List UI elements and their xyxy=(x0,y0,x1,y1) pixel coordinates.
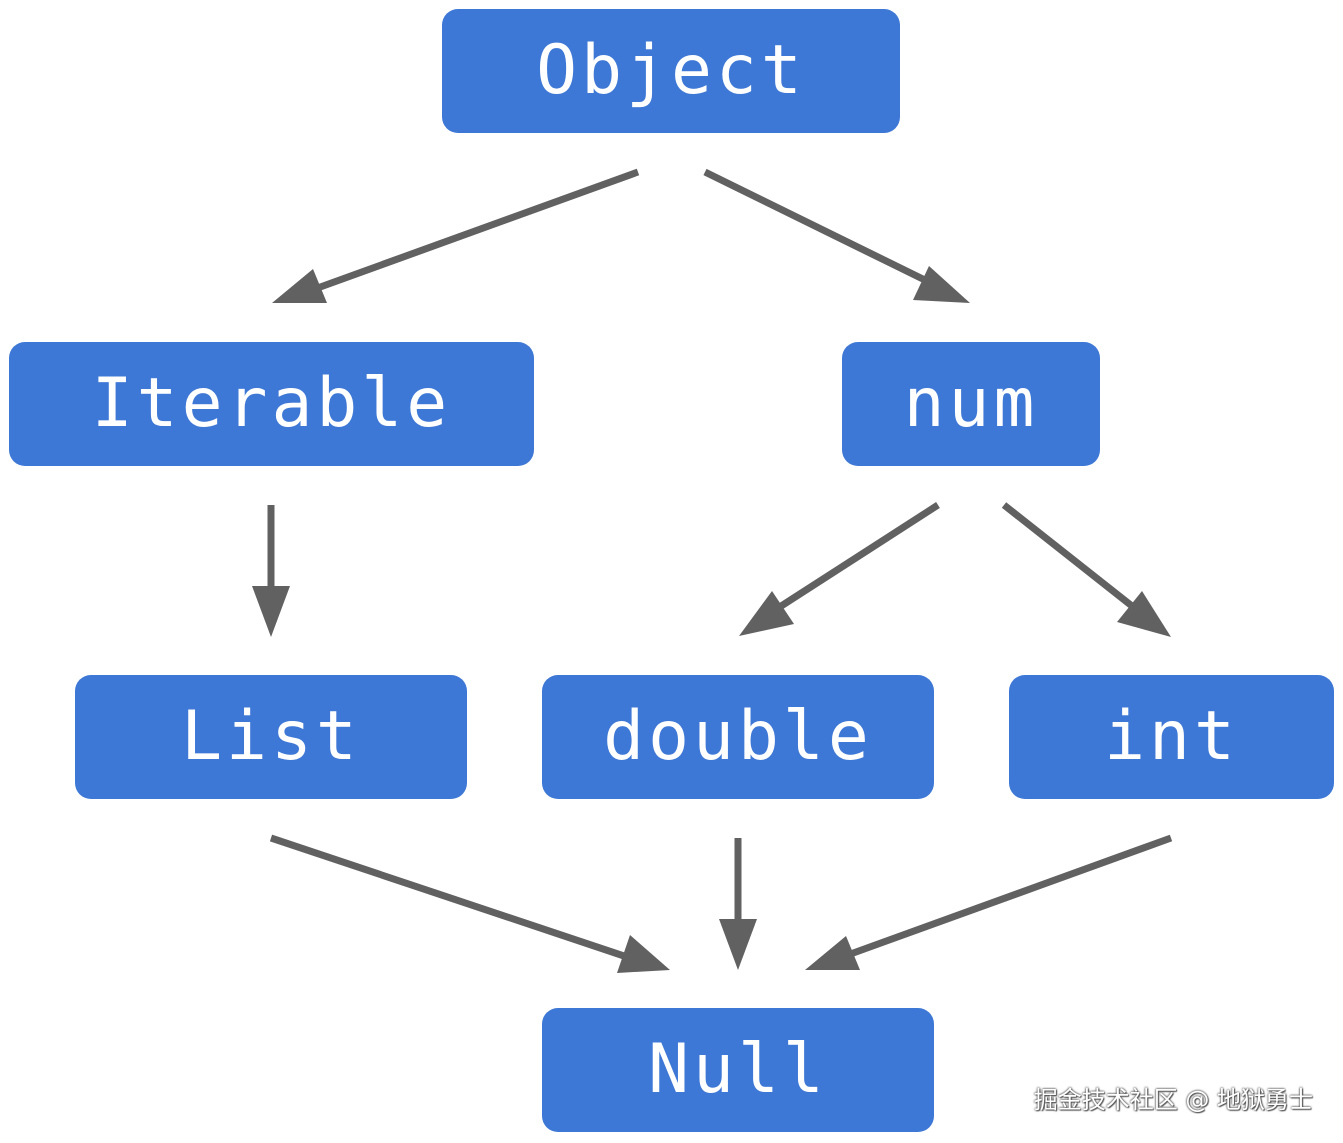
arrow-object-to-iterable xyxy=(272,168,640,303)
node-object-label: Object xyxy=(536,31,806,110)
node-double: double xyxy=(542,675,934,799)
arrow-num-to-int xyxy=(1001,502,1171,637)
arrow-num-to-double xyxy=(739,502,940,636)
arrow-double-to-null xyxy=(719,838,757,970)
node-object: Object xyxy=(442,9,900,133)
node-double-label: double xyxy=(603,697,873,776)
arrow-object-to-num xyxy=(703,168,970,303)
arrow-int-to-null xyxy=(805,834,1173,970)
node-int: int xyxy=(1009,675,1334,799)
node-iterable: Iterable xyxy=(9,342,534,466)
arrow-list-to-null xyxy=(269,834,670,973)
watermark: 掘金技术社区 @ 地狱勇士 xyxy=(1033,1086,1313,1114)
node-num-label: num xyxy=(903,364,1039,443)
node-num: num xyxy=(842,342,1100,466)
node-int-label: int xyxy=(1104,697,1239,776)
node-null: Null xyxy=(542,1008,934,1132)
node-list-label: List xyxy=(181,697,361,776)
node-null-label: Null xyxy=(648,1030,828,1109)
node-iterable-label: Iterable xyxy=(91,364,452,443)
arrow-iterable-to-list xyxy=(252,505,290,637)
node-list: List xyxy=(75,675,467,799)
